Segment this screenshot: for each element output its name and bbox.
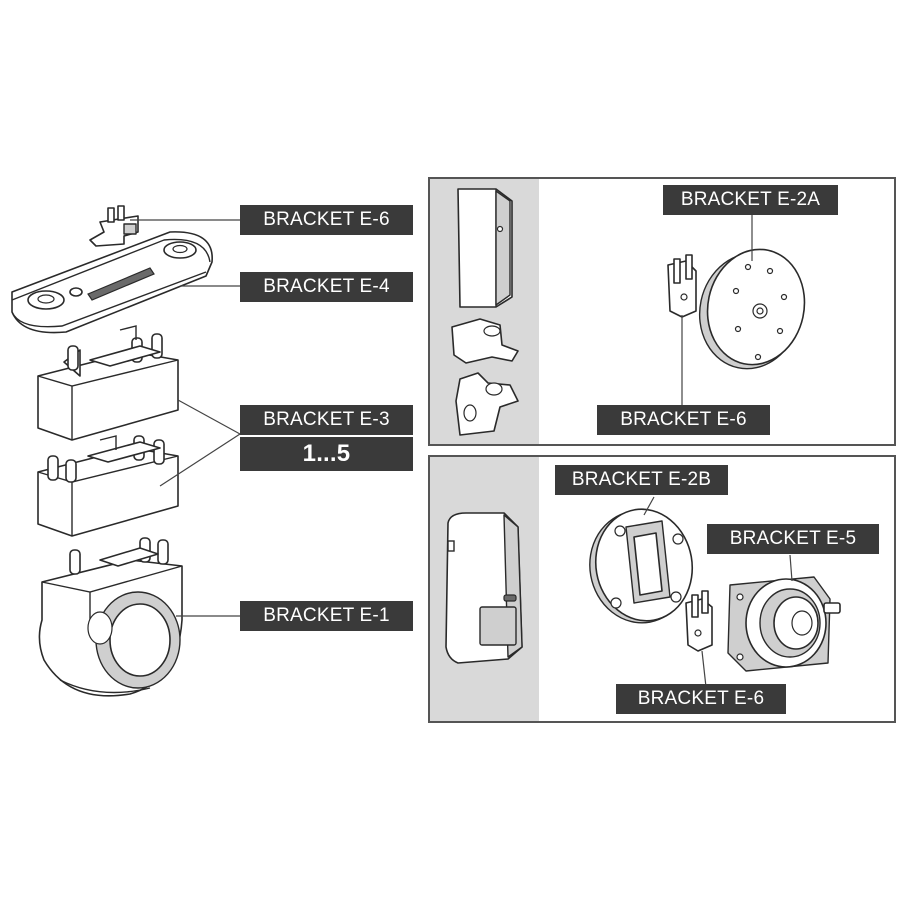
label-bracket-e3-range: 1...5 <box>240 437 413 471</box>
label-bracket-e3: BRACKET E-3 <box>240 405 413 435</box>
bracket-e6-clip-bottom-panel-part <box>685 590 713 652</box>
bracket-e4-plate-part <box>11 231 213 334</box>
bracket-e3-block-lower-part <box>37 435 179 537</box>
bracket-e2a-disc-part <box>698 248 806 370</box>
bracket-e6-clip-top-panel-part <box>667 254 697 318</box>
bracket-e3-block-upper-part <box>37 325 179 441</box>
detector-body-part <box>457 188 513 308</box>
bracket-e1-base-part <box>38 537 183 697</box>
label-bracket-e2b: BRACKET E-2B <box>555 465 728 495</box>
panel-bottom-illustration <box>445 496 841 688</box>
label-bracket-e6-left: BRACKET E-6 <box>240 205 413 235</box>
swivel-mount-upper-part <box>451 318 519 364</box>
bracket-e5-gimbal-part <box>727 576 841 672</box>
panel-top-illustration <box>451 188 806 436</box>
swivel-mount-lower-part <box>455 372 519 436</box>
panel-bottom-right <box>428 455 896 723</box>
bracket-e2b-disc-part <box>589 508 694 624</box>
label-bracket-e6-bottom-panel: BRACKET E-6 <box>616 684 786 714</box>
label-bracket-e1: BRACKET E-1 <box>240 601 413 631</box>
label-bracket-e2a: BRACKET E-2A <box>663 185 838 215</box>
label-bracket-e6-top-panel: BRACKET E-6 <box>597 405 770 435</box>
label-bracket-e5: BRACKET E-5 <box>707 524 879 554</box>
panel-top-right <box>428 177 896 446</box>
bracket-e6-clip-part <box>89 205 139 247</box>
label-bracket-e4: BRACKET E-4 <box>240 272 413 302</box>
detector-body-bottom-part <box>445 512 523 664</box>
